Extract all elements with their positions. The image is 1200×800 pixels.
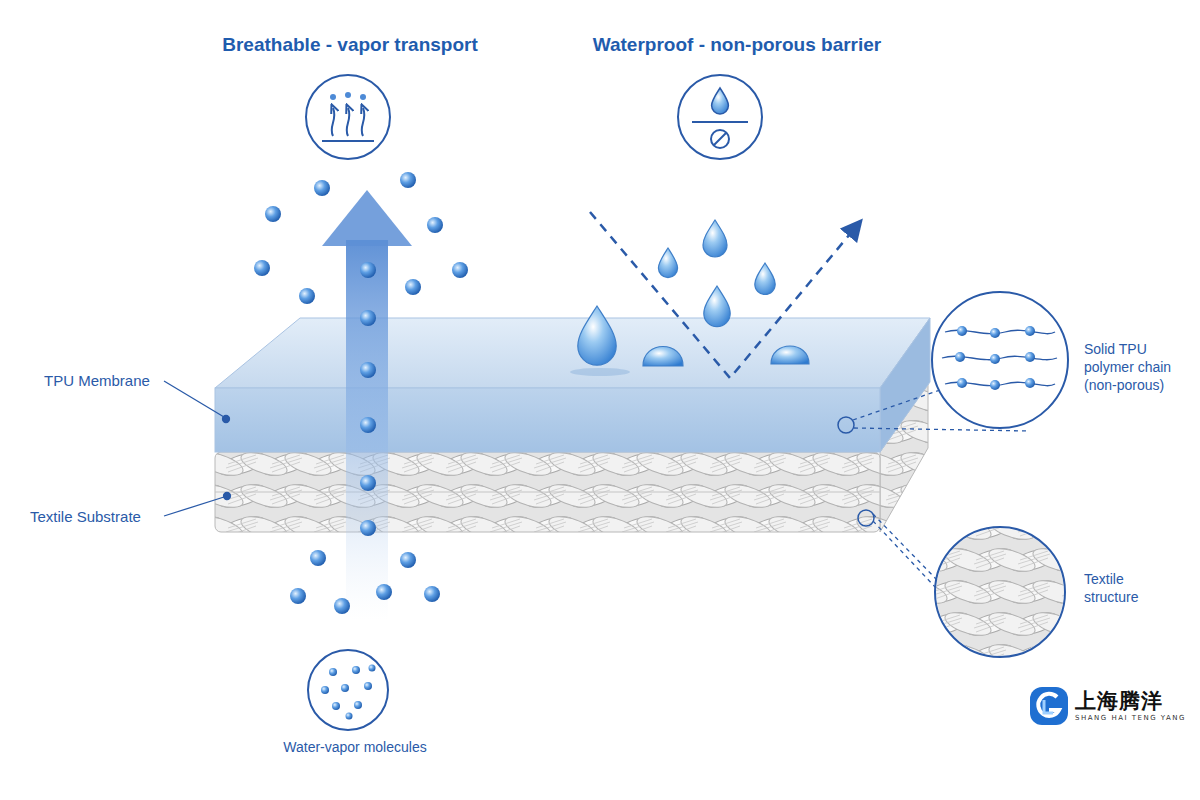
water-drops: [658, 220, 775, 327]
water-beads: [570, 306, 809, 376]
breathable-icon: [306, 75, 390, 159]
logo-glyph: [1038, 694, 1059, 716]
company-name: 上海腾洋: [1075, 689, 1186, 714]
waterproof-icon: [678, 75, 762, 159]
vapor-arrow: [322, 190, 412, 620]
callout-label: Solid TPU polymer chain (non-porous): [1084, 340, 1192, 395]
logo-mark: [1029, 686, 1069, 726]
icon-caption: Water-vapor molecules: [235, 738, 475, 756]
logo-ground: [1030, 687, 1068, 725]
callout-label: Textile structure: [1084, 570, 1164, 606]
rebound-path: [590, 212, 860, 378]
textile-callout: [858, 510, 1065, 657]
molecules-icon: [308, 650, 388, 730]
logo-glyph: [1044, 700, 1053, 713]
logo-text: 上海腾洋SHANG HAI TENG YANG: [1075, 689, 1186, 723]
textile-substrate: [215, 384, 928, 532]
part-label: TPU Membrane: [44, 371, 162, 391]
company-subtitle: SHANG HAI TENG YANG: [1075, 714, 1186, 722]
part-label: Textile Substrate: [30, 507, 162, 527]
section-heading: Breathable - vapor transport: [180, 33, 520, 58]
leader-lines: [164, 381, 231, 516]
logo-box: 上海腾洋SHANG HAI TENG YANG: [1021, 680, 1194, 732]
vapor-molecules: [254, 172, 468, 614]
polymer-callout: [838, 292, 1068, 433]
section-heading: Waterproof - non-porous barrier: [557, 33, 917, 58]
tpu-membrane: [215, 318, 930, 452]
